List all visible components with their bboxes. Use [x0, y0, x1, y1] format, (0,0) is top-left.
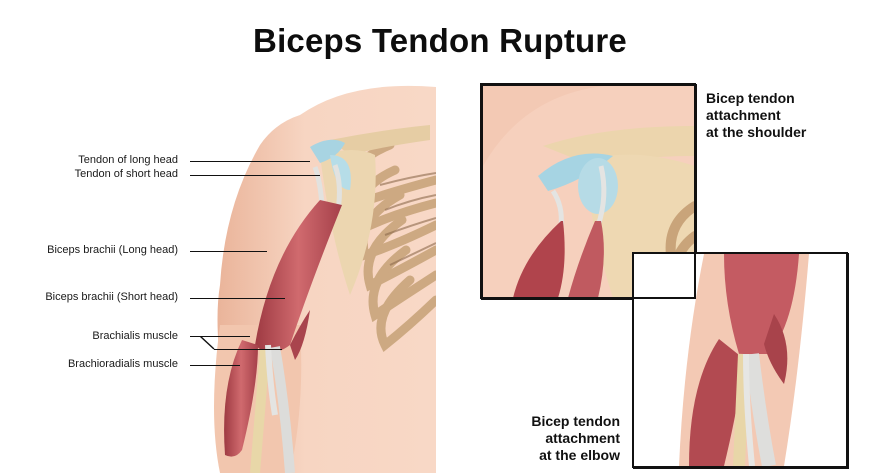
elbow-inset-frame — [632, 252, 848, 468]
elbow-caption-line-2: attachment — [545, 430, 620, 446]
shoulder-inset — [481, 84, 697, 300]
elbow-caption-line-3: at the elbow — [539, 447, 620, 463]
page-title: Biceps Tendon Rupture — [253, 22, 627, 59]
arm-illustration — [180, 85, 436, 473]
leader-line-brachialis — [190, 336, 250, 338]
elbow-inset-caption: Bicep tendon attachment at the elbow — [500, 413, 620, 464]
leader-line-biceps-short-head — [190, 298, 285, 300]
label-brachialis: Brachialis muscle — [92, 330, 178, 342]
label-biceps-short-head: Biceps brachii (Short head) — [45, 291, 178, 303]
label-tendon-short-head: Tendon of short head — [74, 168, 178, 180]
label-tendon-long-head: Tendon of long head — [78, 154, 178, 166]
shoulder-caption-line-3: at the shoulder — [706, 124, 807, 140]
leader-line-tendon-long-head — [190, 161, 310, 163]
shoulder-caption-line-1: Bicep tendon — [706, 90, 795, 106]
leader-line-brachialis-lower — [214, 349, 282, 351]
leader-line-tendon-short-head — [190, 175, 320, 177]
label-biceps-long-head: Biceps brachii (Long head) — [47, 244, 178, 256]
leader-line-brachioradialis — [190, 365, 240, 367]
leader-line-brachialis-branch — [200, 336, 216, 350]
elbow-caption-line-1: Bicep tendon — [531, 413, 620, 429]
shoulder-caption-line-2: attachment — [706, 107, 781, 123]
label-brachioradialis: Brachioradialis muscle — [67, 358, 178, 370]
leader-line-biceps-long-head — [190, 251, 267, 253]
shoulder-inset-caption: Bicep tendon attachment at the shoulder — [706, 90, 806, 141]
